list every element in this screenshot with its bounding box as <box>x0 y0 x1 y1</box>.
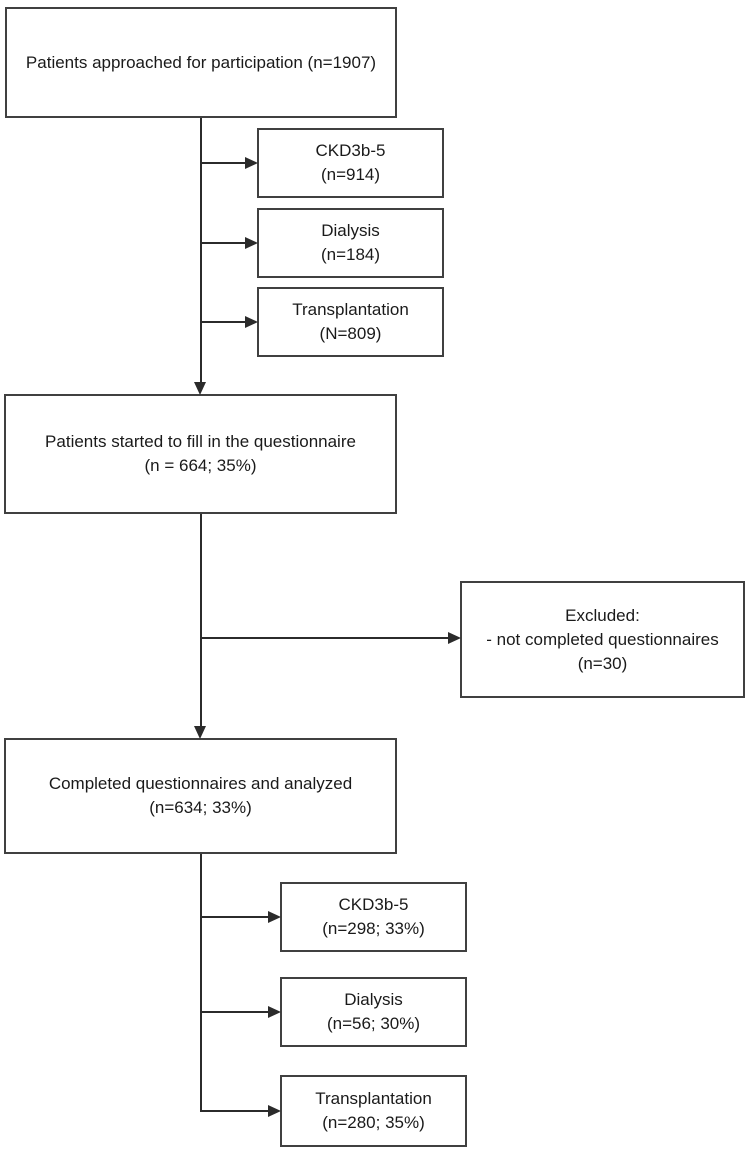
arrowhead-right-icon <box>268 911 281 923</box>
connector-line <box>200 854 202 1112</box>
arrowhead-right-icon <box>268 1105 281 1117</box>
flow-node-completed: Completed questionnaires and analyzed (n… <box>4 738 397 854</box>
connector-line <box>201 321 246 323</box>
flow-node-transplant-bottom: Transplantation (n=280; 35%) <box>280 1075 467 1147</box>
flow-node-ckd-top: CKD3b-5 (n=914) <box>257 128 444 198</box>
connector-line <box>201 1011 268 1013</box>
node-text-line: (n = 664; 35%) <box>144 456 257 475</box>
arrowhead-right-icon <box>245 157 258 169</box>
flow-node-started: Patients started to fill in the question… <box>4 394 397 514</box>
node-text-line: (N=809) <box>319 324 382 343</box>
node-text-line: (n=298; 33%) <box>322 919 425 938</box>
node-text-line: Transplantation <box>292 300 409 319</box>
arrowhead-right-icon <box>268 1006 281 1018</box>
arrowhead-right-icon <box>245 237 258 249</box>
node-text-line: (n=184) <box>320 245 381 264</box>
flow-node-dialysis-bottom: Dialysis (n=56; 30%) <box>280 977 467 1047</box>
flow-node-ckd-bottom: CKD3b-5 (n=298; 33%) <box>280 882 467 952</box>
arrowhead-right-icon <box>448 632 461 644</box>
arrowhead-down-icon <box>194 726 206 739</box>
node-text-line: (n=914) <box>320 165 381 184</box>
node-text-line: (n=280; 35%) <box>322 1113 425 1132</box>
flow-node-excluded: Excluded: - not completed questionnaires… <box>460 581 745 698</box>
flow-node-transplant-top: Transplantation (N=809) <box>257 287 444 357</box>
node-text-line: (n=30) <box>577 653 628 673</box>
node-text-line: Patients approached for participation (n… <box>25 52 377 72</box>
node-text-line: CKD3b-5 <box>338 895 409 914</box>
flow-node-approached: Patients approached for participation (n… <box>5 7 397 118</box>
connector-line <box>201 916 268 918</box>
node-text-line: Dialysis <box>321 221 380 240</box>
node-text-line: Completed questionnaires and analyzed <box>48 774 353 793</box>
node-text-line: (n=634; 33%) <box>149 798 252 817</box>
node-text-line: (n=56; 30%) <box>326 1014 421 1033</box>
arrowhead-right-icon <box>245 316 258 328</box>
arrowhead-down-icon <box>194 382 206 395</box>
node-text-line: CKD3b-5 <box>315 141 386 160</box>
flow-node-dialysis-top: Dialysis (n=184) <box>257 208 444 278</box>
node-text-line: Dialysis <box>344 990 403 1009</box>
node-text-line: - not completed questionnaires <box>486 629 719 649</box>
node-text-line: Patients started to fill in the question… <box>45 432 356 451</box>
connector-line <box>201 162 246 164</box>
connector-line <box>200 514 202 726</box>
connector-line <box>200 118 202 383</box>
connector-line <box>201 242 246 244</box>
node-text-line: Excluded: <box>565 605 640 625</box>
connector-line <box>201 637 448 639</box>
node-text-line: Transplantation <box>315 1089 432 1108</box>
connector-line <box>200 1110 268 1112</box>
